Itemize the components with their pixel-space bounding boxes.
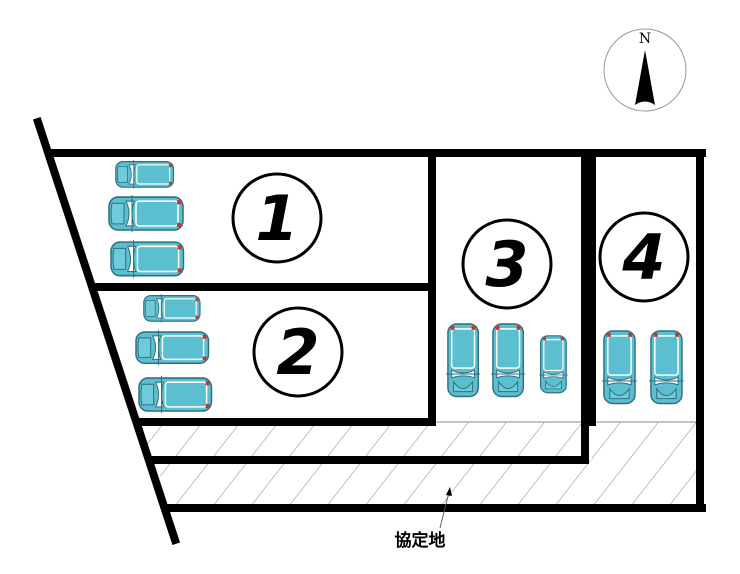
car-icon [538,335,569,394]
svg-text:2: 2 [276,316,319,389]
road-edge [32,116,181,546]
svg-text:3: 3 [485,228,528,301]
agreement-land-hatch [139,422,700,508]
car-icon [143,293,201,324]
svg-text:1: 1 [255,182,298,255]
svg-text:4: 4 [621,221,665,294]
car-icon [601,330,638,405]
car-icon [115,159,175,190]
agreement-land-callout: 協定地 [395,487,452,551]
lot-2-number: 2 [252,306,344,398]
svg-text:N: N [639,31,651,47]
svg-text:協定地: 協定地 [395,530,446,551]
car-icon [110,239,185,279]
lot-3-number: 3 [461,218,553,310]
car-icon [490,323,526,398]
car-icon [108,194,184,233]
car-icon [648,330,685,405]
north-compass-icon: N [603,28,687,112]
lot-walls [32,116,706,546]
car-icon [135,329,210,367]
car-icon [445,323,481,398]
car-icon [138,375,213,414]
lot-4-number: 4 [598,211,690,303]
lot-1-number: 1 [231,172,323,264]
